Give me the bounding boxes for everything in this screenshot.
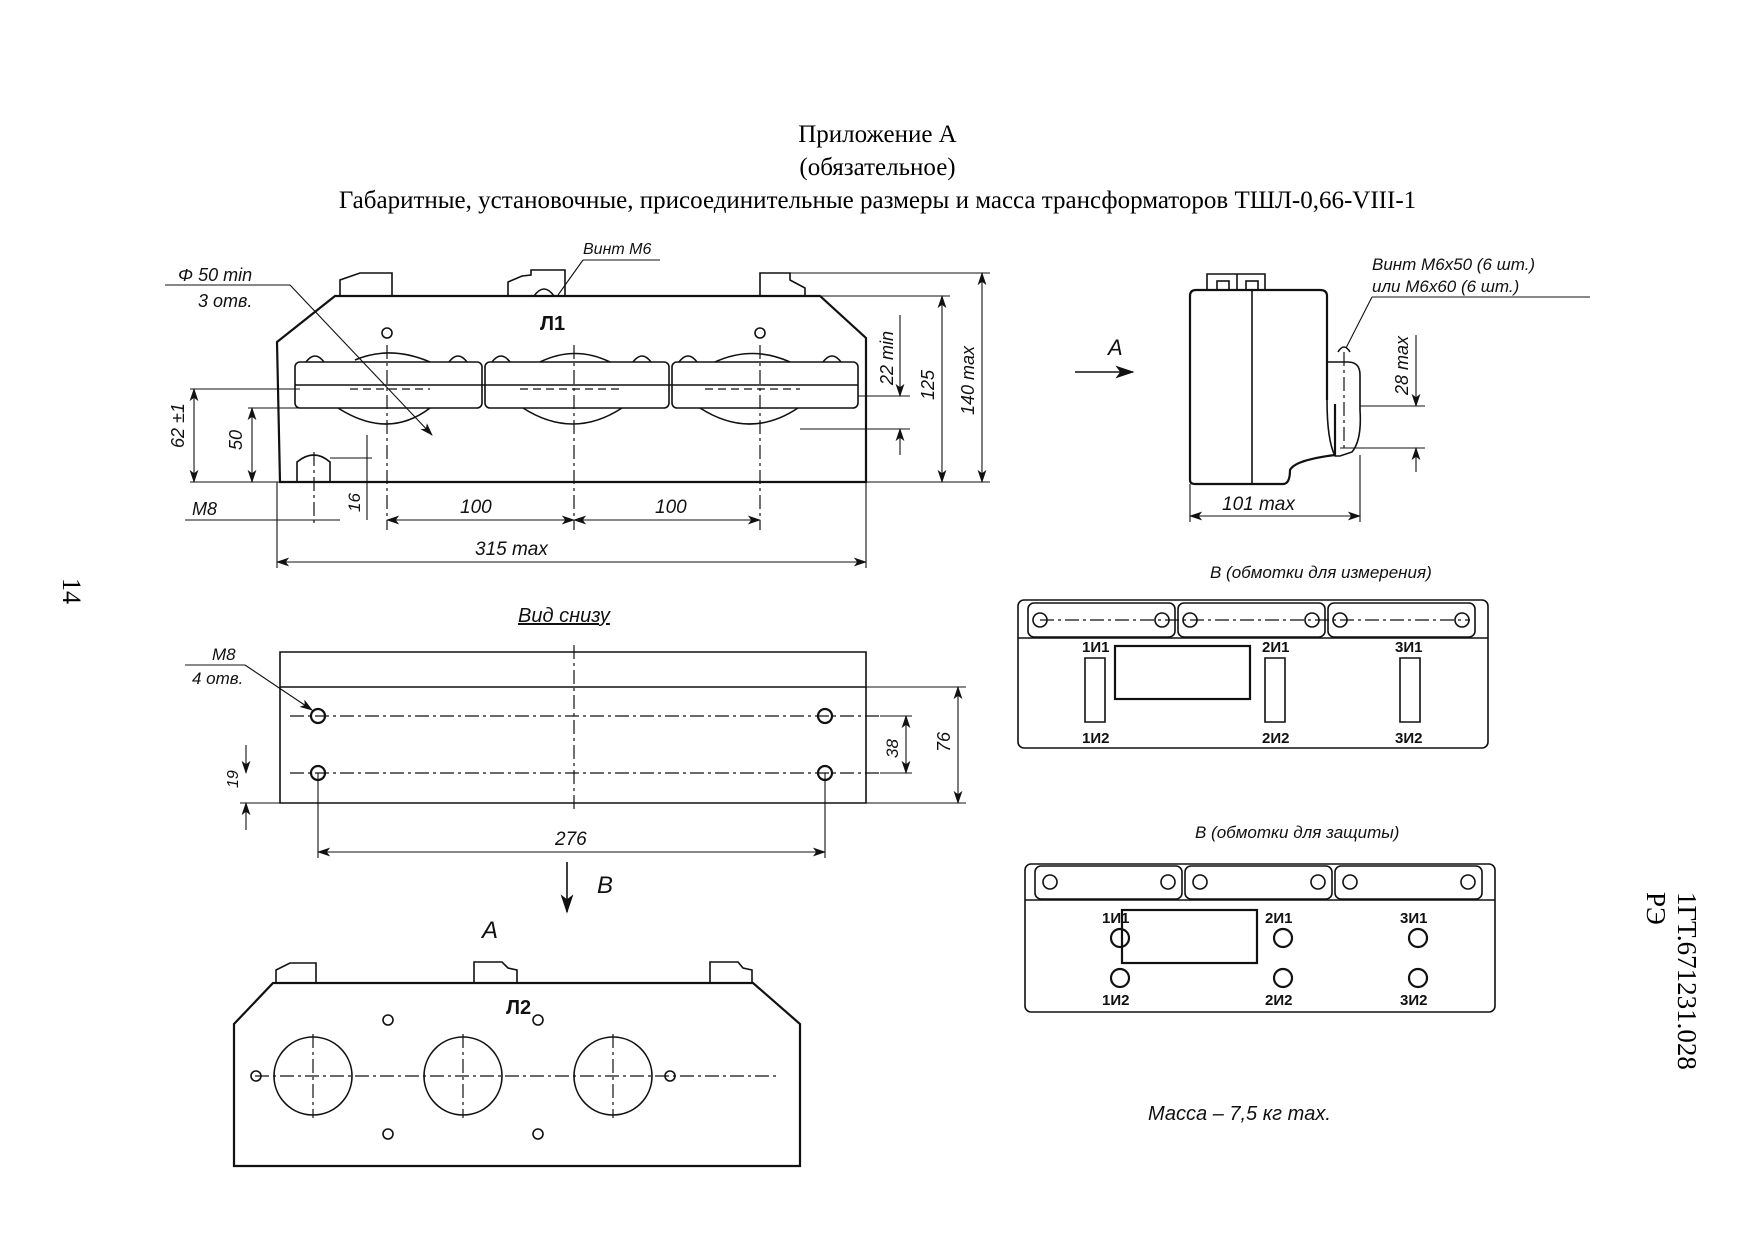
dim-50: 50	[226, 430, 246, 450]
front-lug-left	[339, 272, 393, 296]
view-b-protection: В (обмотки для защиты) 1И1 1И2 2И1 2И2 3…	[1024, 823, 1496, 1013]
protect-terminal-1i1: 1И1	[1102, 910, 1129, 927]
terminal-2i1: 2И1	[1262, 639, 1289, 656]
nameplate	[1113, 644, 1252, 701]
protect-terminal-2i1: 2И1	[1265, 910, 1292, 927]
mass-note: Масса – 7,5 кг max.	[1148, 1103, 1331, 1125]
dim-38: 38	[883, 739, 902, 758]
screw-m6-icon	[532, 288, 556, 297]
dim-height-125: 125	[918, 369, 938, 400]
view-a: A Л2	[232, 917, 802, 1168]
view-b-protect-title: В (обмотки для защиты)	[1195, 823, 1399, 842]
protect-terminal-3i2: 3И2	[1400, 992, 1427, 1009]
view-b-measurement: B (обмотки для измерения) 1И1 1И2 2И1 2И…	[1017, 563, 1489, 749]
bottom-callout-count: 4 отв.	[192, 669, 243, 688]
terminal-2i2: 2И2	[1262, 730, 1289, 747]
dim-62: 62 ±1	[168, 403, 188, 448]
front-lug-center	[507, 269, 566, 296]
bottom-view-title: Вид снизу	[518, 605, 611, 627]
bottom-body-outline	[279, 651, 867, 804]
dim-276: 276	[554, 829, 587, 850]
front-view: Л1 Винт М6 Φ 50 min 3 отв. 62 ±1 50 16 M…	[165, 241, 990, 568]
protect-terminal-2i2: 2И2	[1265, 992, 1292, 1009]
secondary-terminal-studs	[1109, 927, 1429, 989]
bottom-callout-m8: M8	[212, 645, 236, 664]
side-top-terminals	[1206, 273, 1266, 290]
view-b-measure-title: B (обмотки для измерения)	[1210, 563, 1432, 582]
front-hole-right	[754, 327, 766, 339]
nameplate-protect	[1120, 908, 1259, 965]
front-marking-l1: Л1	[540, 313, 565, 335]
view-a-title: A	[480, 917, 498, 944]
view-a-small-holes	[250, 1014, 676, 1140]
side-body-outline	[1188, 296, 1337, 486]
dim-16: 16	[345, 493, 364, 512]
dim-22-min: 22 min	[877, 331, 897, 386]
dim-height-140: 140 max	[958, 345, 978, 415]
view-b-measure-screws	[1032, 612, 1470, 628]
view-b-protect-screws	[1042, 874, 1476, 890]
terminal-3i2: 3И2	[1395, 730, 1422, 747]
view-a-label: A	[1106, 335, 1123, 360]
dim-m8: M8	[192, 499, 217, 519]
callout-screw-m6: Винт М6	[583, 241, 651, 258]
drawing-title: Габаритные, установочные, присоединитель…	[338, 187, 1417, 214]
primary-openings	[337, 352, 799, 425]
protect-terminal-3i1: 3И1	[1400, 910, 1427, 927]
dim-19: 19	[225, 770, 242, 788]
side-callout-line2: или М6х60 (6 шт.)	[1372, 277, 1519, 296]
callout-holes-count: 3 отв.	[198, 291, 252, 311]
view-a-body-outline	[232, 981, 802, 1168]
view-a-marking-l2: Л2	[506, 997, 531, 1019]
side-view: Винт М6х50 (6 шт.) или М6х60 (6 шт.) 28 …	[1075, 255, 1590, 522]
front-lug-right	[759, 272, 806, 296]
dim-28-max: 28 max	[1392, 335, 1412, 396]
terminal-1i1: 1И1	[1082, 639, 1109, 656]
callout-holes-diameter: Φ 50 min	[178, 265, 252, 285]
dim-width-101: 101 max	[1222, 494, 1296, 515]
terminal-screws	[305, 355, 842, 363]
side-callout-line1: Винт М6х50 (6 шт.)	[1372, 255, 1535, 274]
terminal-3i1: 3И1	[1395, 639, 1422, 656]
view-b-label: B	[597, 872, 613, 899]
appendix-title: Приложение А	[798, 121, 957, 148]
mounting-holes-m8	[309, 707, 834, 782]
bottom-view: Вид снизу M8 4 отв. 19 38 76 276 B	[185, 605, 966, 914]
dim-76: 76	[934, 731, 954, 752]
dim-pitch-100-left: 100	[460, 497, 492, 518]
front-hole-left	[381, 327, 393, 339]
side-screw-assembly	[1326, 361, 1362, 457]
appendix-status: (обязательное)	[799, 154, 956, 181]
dim-width-315: 315 max	[475, 539, 549, 560]
dim-pitch-100-right: 100	[655, 497, 687, 518]
terminal-1i2: 1И2	[1082, 730, 1109, 747]
protect-terminal-1i2: 1И2	[1102, 992, 1129, 1009]
